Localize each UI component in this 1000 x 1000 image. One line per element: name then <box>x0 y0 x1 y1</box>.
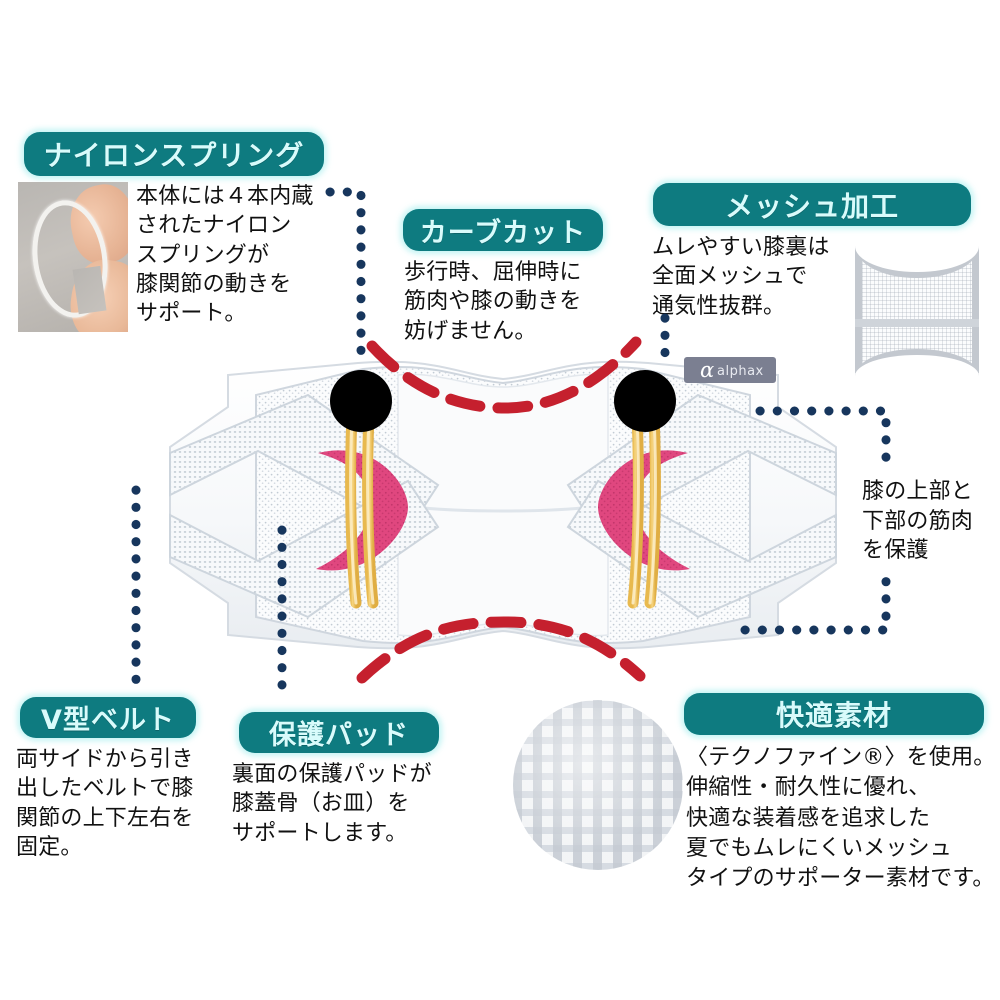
label-mesh-process: メッシュ加工 <box>653 183 971 226</box>
label-curve-cut: カーブカット <box>403 209 603 251</box>
label-v-belt: V型ベルト <box>20 697 196 738</box>
nylon-spring-photo <box>18 182 128 332</box>
text-curve-cut: 歩行時、屈伸時に 筋肉や膝の動きを 妨げません。 <box>404 260 582 344</box>
mesh-fabric-closeup <box>513 700 683 870</box>
svg-text:α: α <box>700 358 714 382</box>
svg-text:alphax: alphax <box>717 364 764 379</box>
text-v-belt: 両サイドから引き 出したベルトで膝 関節の上下左右を 固定。 <box>16 747 194 860</box>
text-knee-protection: 膝の上部と 下部の筋肉 を保護 <box>862 479 974 564</box>
label-comfort-material: 快適素材 <box>684 693 984 735</box>
mesh-mid-band <box>854 318 980 327</box>
text-mesh-process: ムレやすい膝裏は 全面メッシュで 通気性抜群。 <box>652 235 830 319</box>
label-nylon-spring: ナイロンスプリング <box>24 132 324 176</box>
label-protection-pad: 保護パッド <box>239 712 439 753</box>
text-protection-pad: 裏面の保護パッドが 膝蓋骨（お皿）を サポートします。 <box>232 762 432 846</box>
text-comfort-material: 〈テクノファイン®〉を使用。 伸縮性・耐久性に優れ、 快適な装着感を追求した 夏… <box>686 745 996 892</box>
mesh-back-photo <box>843 243 991 376</box>
text-nylon-spring: 本体には４本内蔵 されたナイロン スプリングが 膝関節の動きを サポート。 <box>136 184 314 326</box>
